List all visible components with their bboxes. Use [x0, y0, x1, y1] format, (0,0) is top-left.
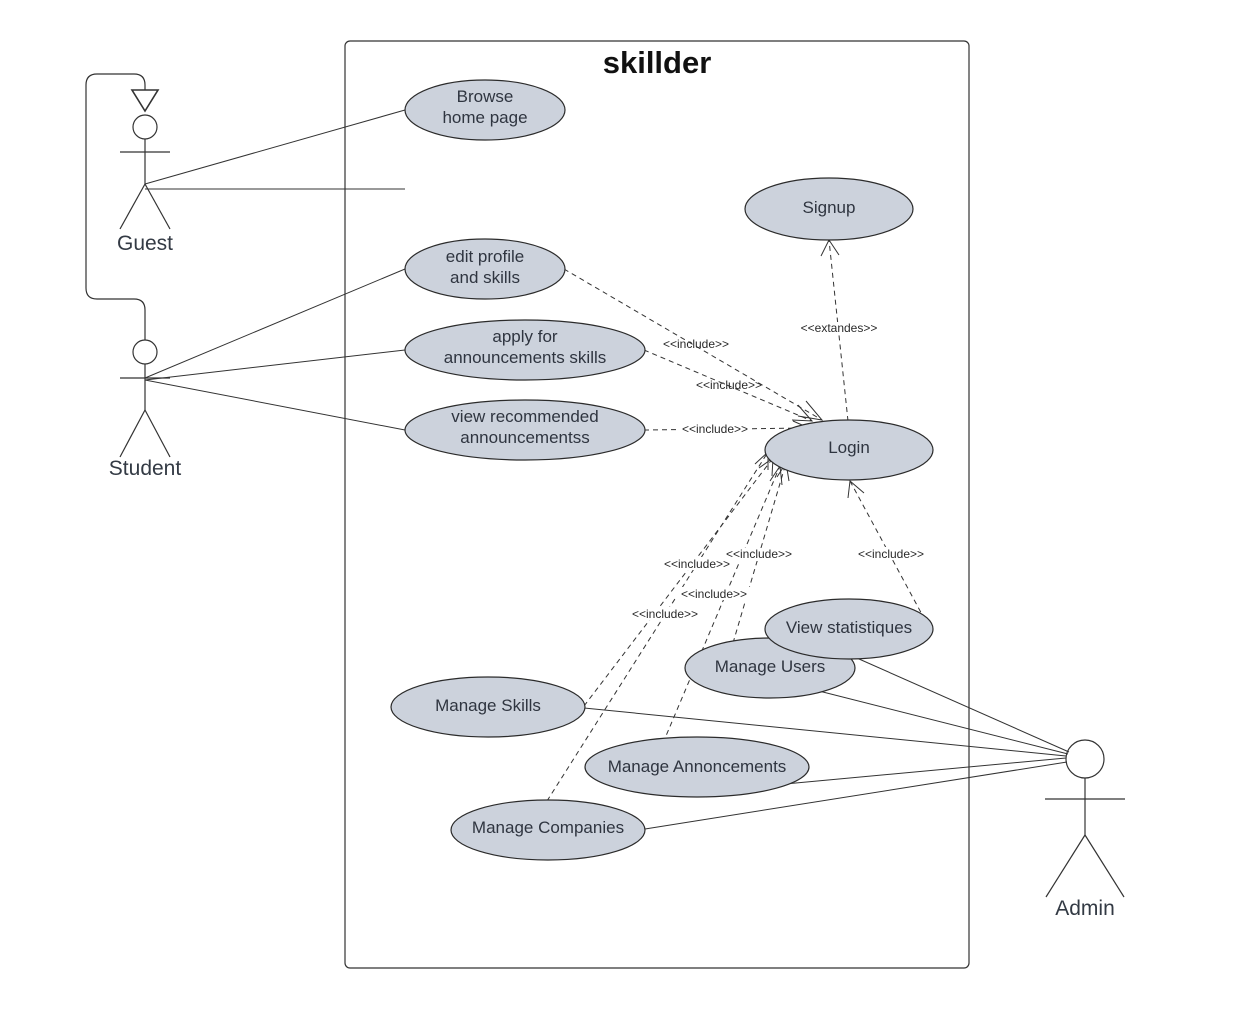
label-extends-bg: [796, 322, 882, 335]
actor-student-leg-left: [119, 409, 146, 458]
usecase-apply-line1: apply for: [492, 327, 558, 346]
actor-admin-leg-right: [1084, 834, 1125, 898]
usecase-edit-profile-line1: edit profile: [446, 247, 524, 266]
assoc-admin-companies: [644, 761, 1068, 830]
label-include-companies: <<include>>: [632, 607, 698, 621]
actor-admin-label: Admin: [1055, 897, 1115, 920]
actor-admin: Admin: [1045, 739, 1125, 920]
usecase-edit-profile: edit profile and skills: [404, 238, 566, 300]
label-include-companies-bg: [627, 607, 703, 620]
usecase-view-stats-label: View statistiques: [786, 618, 912, 637]
arrowhead-edit-login: [797, 400, 824, 421]
usecase-login: Login: [764, 419, 934, 481]
assoc-guest-browse: [144, 109, 406, 185]
assoc-admin-skills: [583, 707, 1067, 757]
include-skills-login: [583, 457, 774, 707]
label-include-view-bg: [678, 422, 752, 435]
include-apply-login: [643, 349, 813, 422]
label-extends: <<extandes>>: [801, 321, 878, 335]
usecase-manage-users-label: Manage Users: [715, 657, 826, 676]
label-include-annonces-bg: [676, 587, 752, 600]
actor-admin-head: [1065, 739, 1105, 779]
usecase-manage-companies-label: Manage Companies: [472, 818, 624, 837]
assoc-admin-stats: [849, 654, 1070, 753]
assoc-admin-users: [814, 689, 1069, 755]
usecase-browse-home-line1: Browse: [457, 87, 514, 106]
include-edit-login: [563, 268, 823, 421]
actor-guest-head: [132, 114, 158, 140]
usecase-view-recommended: view recommended announcementss: [404, 399, 646, 461]
system-title: skillder: [603, 45, 712, 80]
label-include-stats: <<include>>: [858, 547, 924, 561]
label-include-edit: <<include>>: [663, 337, 729, 351]
usecase-manage-companies: Manage Companies: [450, 799, 646, 861]
usecase-browse-home: Browse home page: [404, 79, 566, 141]
usecase-view-line1: view recommended: [451, 407, 598, 426]
label-include-stats-bg: [853, 547, 929, 560]
label-include-users: <<include>>: [726, 547, 792, 561]
usecase-apply-line2: announcements skills: [444, 348, 607, 367]
actor-guest: Guest: [117, 114, 173, 255]
label-include-skills-bg: [659, 557, 735, 570]
generalization-arrowhead: [130, 89, 160, 113]
arrowhead-apply-login: [791, 404, 814, 422]
usecase-view-stats: View statistiques: [764, 598, 934, 660]
usecase-browse-home-line2: home page: [442, 108, 527, 127]
actor-student-head: [132, 339, 158, 365]
arrowhead-stats-login: [847, 480, 865, 499]
usecase-view-line2: announcementss: [460, 428, 589, 447]
assoc-student-apply: [144, 349, 406, 381]
usecase-manage-annonces: Manage Annoncements: [584, 736, 810, 798]
label-include-annonces: <<include>>: [681, 587, 747, 601]
actor-student: Student: [109, 339, 182, 480]
usecase-login-label: Login: [828, 438, 870, 457]
assoc-student-view: [144, 379, 406, 431]
usecase-signup-label: Signup: [803, 198, 856, 217]
usecase-manage-annonces-label: Manage Annoncements: [608, 757, 787, 776]
generalization-line: [85, 73, 146, 340]
system-boundary: [344, 40, 970, 969]
usecase-edit-profile-line2: and skills: [450, 268, 520, 287]
assoc-admin-annonces: [784, 757, 1067, 785]
usecase-apply-announcements: apply for announcements skills: [404, 319, 646, 381]
label-include-apply: <<include>>: [696, 378, 762, 392]
include-companies-login: [546, 451, 769, 802]
actor-admin-leg-left: [1045, 834, 1086, 898]
label-include-users-bg: [721, 548, 797, 561]
label-include-skills: <<include>>: [664, 557, 730, 571]
usecase-manage-skills-label: Manage Skills: [435, 696, 541, 715]
actor-student-leg-right: [144, 409, 171, 458]
label-include-view: <<include>>: [682, 422, 748, 436]
actor-guest-label: Guest: [117, 232, 173, 255]
assoc-student-edit: [144, 268, 406, 379]
actor-guest-leg-right: [144, 183, 171, 230]
actor-student-label: Student: [109, 457, 182, 480]
actor-guest-leg-left: [119, 183, 146, 230]
usecase-signup: Signup: [744, 177, 914, 241]
usecase-manage-skills: Manage Skills: [390, 676, 586, 738]
